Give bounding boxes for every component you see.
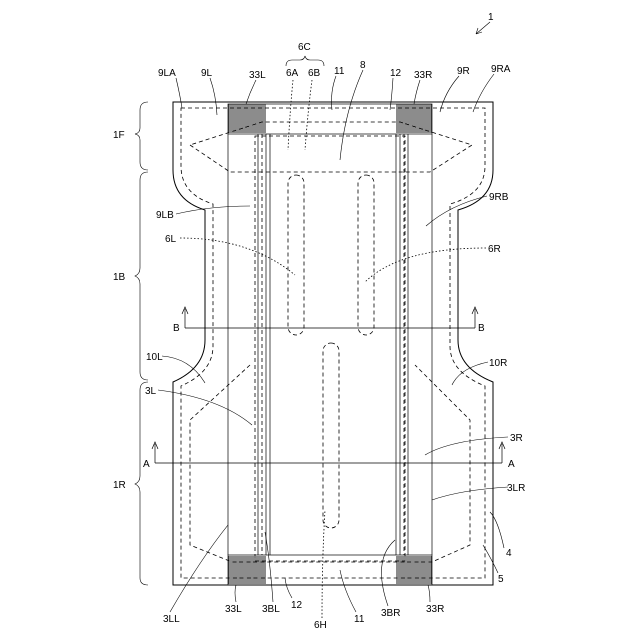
- label-A-left: A: [143, 459, 150, 470]
- label-33L-top: 33L: [249, 70, 266, 81]
- label-9RA: 9RA: [491, 64, 511, 75]
- bracket-1R: [135, 382, 148, 585]
- label-A-right: A: [508, 459, 515, 470]
- section-arrow-B-left: [182, 307, 188, 328]
- label-1R: 1R: [113, 480, 126, 491]
- label-33L-bottom: 33L: [225, 604, 242, 615]
- label-6A: 6A: [286, 68, 299, 79]
- label-B-right: B: [478, 323, 485, 334]
- label-12-top: 12: [390, 68, 402, 79]
- right-barrier-lines: [396, 134, 432, 555]
- elastic-band-bottom-left: [229, 556, 265, 584]
- label-6H: 6H: [314, 620, 327, 631]
- rear-region-outline: [190, 365, 470, 562]
- front-waist-fold-line: [190, 122, 472, 172]
- label-11-bottom: 11: [354, 614, 365, 625]
- slit-6L: [288, 175, 304, 335]
- bracket-1B: [135, 172, 148, 380]
- label-1F: 1F: [113, 130, 125, 141]
- label-9R: 9R: [457, 66, 470, 77]
- label-9LA: 9LA: [158, 68, 176, 79]
- label-3L: 3L: [145, 386, 157, 397]
- label-3LL: 3LL: [163, 614, 180, 625]
- label-6B: 6B: [308, 68, 321, 79]
- label-3R: 3R: [510, 433, 523, 444]
- absorbent-core: [255, 136, 405, 561]
- label-9L: 9L: [201, 68, 213, 79]
- label-5: 5: [498, 574, 504, 585]
- label-3LR: 3LR: [507, 483, 525, 494]
- label-9LB: 9LB: [156, 210, 174, 221]
- bracket-1F: [135, 102, 148, 170]
- label-10R: 10R: [489, 358, 507, 369]
- label-33R-bottom: 33R: [426, 604, 444, 615]
- label-6C: 6C: [298, 42, 311, 53]
- label-3BR: 3BR: [381, 608, 400, 619]
- elastic-band-bottom-right: [397, 556, 431, 584]
- figure-ref-arrow: [476, 22, 490, 34]
- label-12-bottom: 12: [291, 600, 303, 611]
- figure-ref-label: 1: [488, 12, 494, 23]
- label-6L: 6L: [165, 234, 177, 245]
- section-arrow-A-right: [499, 442, 505, 463]
- label-1B: 1B: [113, 272, 126, 283]
- label-3BL: 3BL: [262, 604, 280, 615]
- slit-6H: [323, 343, 339, 528]
- label-9RB: 9RB: [489, 192, 509, 203]
- left-barrier-lines: [228, 134, 270, 555]
- section-arrow-A-left: [152, 442, 158, 463]
- label-11-top: 11: [334, 66, 345, 77]
- bracket-6C: [286, 56, 324, 66]
- label-33R-top: 33R: [414, 70, 432, 81]
- label-10L: 10L: [146, 352, 163, 363]
- label-B-left: B: [173, 323, 180, 334]
- label-4: 4: [506, 548, 512, 559]
- slit-6R: [358, 175, 374, 335]
- label-8: 8: [360, 60, 366, 71]
- leader-lines: [158, 70, 508, 618]
- label-6R: 6R: [488, 244, 501, 255]
